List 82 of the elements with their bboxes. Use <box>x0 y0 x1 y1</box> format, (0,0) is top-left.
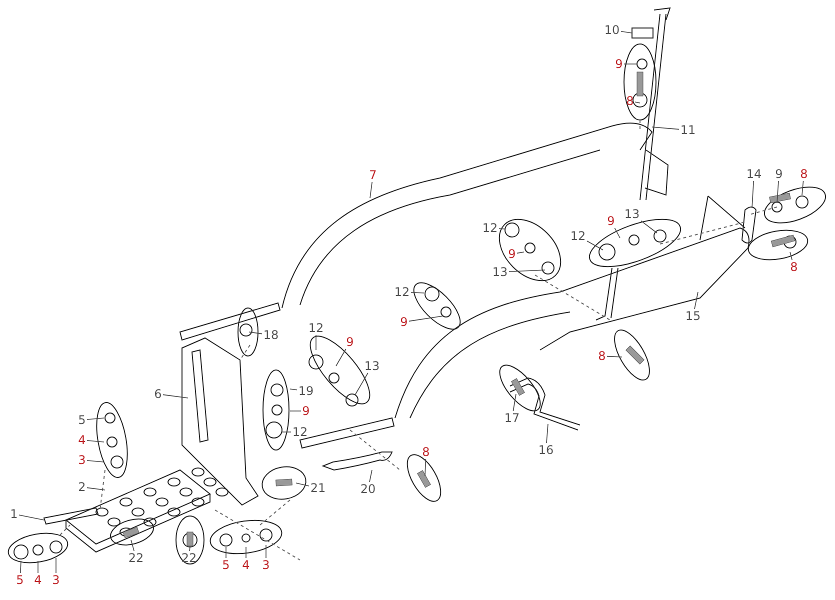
leader-line <box>498 228 506 230</box>
callout-number: 3 <box>261 558 271 572</box>
leader-line <box>614 228 620 238</box>
callout-number: 4 <box>33 573 43 587</box>
callout-number: 8 <box>789 260 799 274</box>
callout-number: 19 <box>297 384 315 398</box>
leader-line <box>296 482 310 486</box>
leader-line <box>508 270 546 272</box>
leader-line <box>370 182 372 198</box>
leader-line <box>424 458 426 476</box>
leader-line <box>162 394 188 398</box>
callout-number: 9 <box>399 315 409 329</box>
leader-line <box>634 102 640 104</box>
leader-line <box>516 252 524 254</box>
callout-number: 4 <box>77 433 87 447</box>
callout-number: 5 <box>15 573 25 587</box>
callout-number: 3 <box>77 453 87 467</box>
callout-number: 14 <box>745 167 763 181</box>
leader-line <box>606 356 622 358</box>
callout-number: 17 <box>503 411 521 425</box>
callout-number: 12 <box>291 425 309 439</box>
leader-line <box>336 348 346 366</box>
callout-number: 9 <box>507 247 517 261</box>
leader-line <box>776 180 779 204</box>
callout-number: 1 <box>9 507 19 521</box>
leader-line <box>512 394 516 412</box>
callout-number: 22 <box>127 551 145 565</box>
callout-number: 12 <box>393 285 411 299</box>
leader-line <box>86 418 104 420</box>
leader-line <box>408 316 444 322</box>
callout-number: 5 <box>221 558 231 572</box>
leader-line <box>290 388 298 390</box>
callout-number: 12 <box>307 321 325 335</box>
callout-number: 12 <box>569 229 587 243</box>
callout-number: 13 <box>491 265 509 279</box>
callout-number: 9 <box>614 57 624 71</box>
leader-line <box>410 292 424 294</box>
callout-number: 8 <box>625 94 635 108</box>
callout-number: 11 <box>679 123 697 137</box>
callout-number: 16 <box>537 443 555 457</box>
leader-line <box>290 410 302 412</box>
leader-line <box>86 440 104 442</box>
callout-number: 18 <box>262 328 280 342</box>
callout-number: 9 <box>606 214 616 228</box>
callout-number: 6 <box>153 387 163 401</box>
callout-number: 7 <box>368 168 378 182</box>
callout-number: 20 <box>359 482 377 496</box>
callout-number: 4 <box>241 558 251 572</box>
callout-number: 9 <box>345 335 355 349</box>
leader-line <box>546 424 548 444</box>
leader-line <box>369 470 372 482</box>
leader-line <box>86 487 106 490</box>
callout-number: 13 <box>623 207 641 221</box>
leader-line <box>130 540 134 552</box>
leader-line <box>620 31 632 34</box>
leader-line <box>694 292 698 310</box>
leader-line <box>752 180 754 208</box>
leader-line <box>189 546 190 552</box>
callout-number: 9 <box>301 404 311 418</box>
callout-number: 22 <box>180 551 198 565</box>
leader-line <box>18 514 44 520</box>
callout-number: 8 <box>799 167 809 181</box>
callout-number: 15 <box>684 309 702 323</box>
callout-number: 3 <box>51 573 61 587</box>
leader-line <box>652 126 680 130</box>
callout-number: 13 <box>363 359 381 373</box>
callout-number: 10 <box>603 23 621 37</box>
leader-line <box>586 240 604 250</box>
callout-number: 5 <box>77 413 87 427</box>
callout-number: 9 <box>774 167 784 181</box>
callout-number: 2 <box>77 480 87 494</box>
callout-number: 8 <box>421 445 431 459</box>
callout-number: 8 <box>597 349 607 363</box>
leader-line <box>86 460 104 462</box>
callout-number: 12 <box>481 221 499 235</box>
leader-line <box>640 220 658 234</box>
callout-number: 21 <box>309 481 327 495</box>
leader-line <box>248 332 262 334</box>
leader-line <box>20 560 22 574</box>
leader-line <box>790 252 792 260</box>
leader-line <box>354 372 368 396</box>
leader-line <box>802 180 804 196</box>
